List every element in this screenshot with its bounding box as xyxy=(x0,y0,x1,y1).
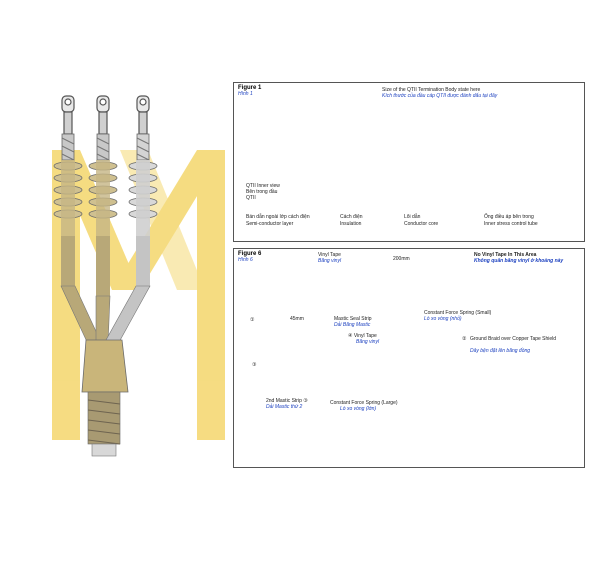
cable-lugs xyxy=(61,95,150,135)
spring-small-label-vi: Lò xo vòng (nhỏ) xyxy=(424,316,462,322)
insulator-phase-1 xyxy=(53,133,83,286)
mastic-strip-2-label: 2nd Mastic Strip ③ xyxy=(266,398,308,404)
vinyl-tape-label-vi: Băng vinyl xyxy=(318,258,342,264)
size-note-label: Size of the QTII Termination Body state … xyxy=(382,87,481,93)
dimension-200mm: 200mm xyxy=(393,256,410,262)
vinyl-tape-label: Vinyl Tape xyxy=(318,252,341,258)
spring-small-label: Constant Force Spring (Small) xyxy=(424,310,492,316)
figure-6-subtitle: Hình 6 xyxy=(238,257,253,263)
size-note-label-vi: Kích thước của đầu cáp QTII được đánh dấ… xyxy=(382,93,498,99)
figure-6-panel: Figure 6 Hình 6 xyxy=(233,248,585,468)
conductor-core-label-vi: Lõi dẫn xyxy=(404,214,421,220)
stress-tube-label-vi: Ống điều áp bên trong xyxy=(484,214,534,220)
ground-braid-label: Ground Braid over Copper Tape Shield xyxy=(470,336,557,342)
spring-large-label: Constant Force Spring (Large) xyxy=(330,400,398,406)
figure-1-panel: Figure 1 Hình 1 xyxy=(233,82,585,242)
stress-tube-label: Inner stress control tube xyxy=(484,221,538,227)
semi-conductor-label: Semi-conductor layer xyxy=(246,221,294,227)
insulator-phase-2 xyxy=(88,133,118,296)
marker-1: ① xyxy=(250,317,255,323)
spring-large-label-vi: Lò xo vòng (lớn) xyxy=(340,406,377,412)
vinyl-tape-2-label: ④ Vinyl Tape xyxy=(348,333,377,339)
vinyl-tape-2-label-vi: Băng vinyl xyxy=(356,339,380,345)
inner-view-label-vi: Bên trong đầu xyxy=(246,189,278,195)
insulation-label: Insulation xyxy=(340,221,362,227)
marker-3: ③ xyxy=(252,362,257,368)
inner-view-code: QTII xyxy=(246,195,256,201)
insulator-phase-3 xyxy=(128,133,158,286)
insulation-label-vi: Cách điện xyxy=(340,214,363,220)
figure-1-subtitle: Hình 1 xyxy=(238,91,253,97)
semi-conductor-label-vi: Bán dẫn ngoài lớp cách điện xyxy=(246,214,310,220)
mastic-seal-label: Mastic Seal Strip xyxy=(334,316,372,322)
mastic-strip-2-label-vi: Dải Mastic thứ 2 xyxy=(266,404,303,410)
breakout-boot xyxy=(81,339,129,457)
figure-1-title: Figure 1 xyxy=(238,85,262,91)
figure-6-title: Figure 6 xyxy=(238,251,262,257)
ground-braid-label-vi: Dây bện đặt lên băng đồng xyxy=(470,348,531,354)
conductor-core-label: Conductor core xyxy=(404,221,439,227)
dimension-45mm: 45mm xyxy=(290,316,304,322)
no-vinyl-label-vi: Không quấn băng vinyl ở khoảng này xyxy=(474,258,564,264)
marker-2: ② xyxy=(462,336,467,342)
breakout-legs xyxy=(60,285,151,345)
inner-view-label: QTII Inner view xyxy=(246,183,280,189)
mastic-seal-label-vi: Dải Băng Mastic xyxy=(334,322,371,328)
no-vinyl-label: No Vinyl Tape In This Area xyxy=(474,252,537,258)
